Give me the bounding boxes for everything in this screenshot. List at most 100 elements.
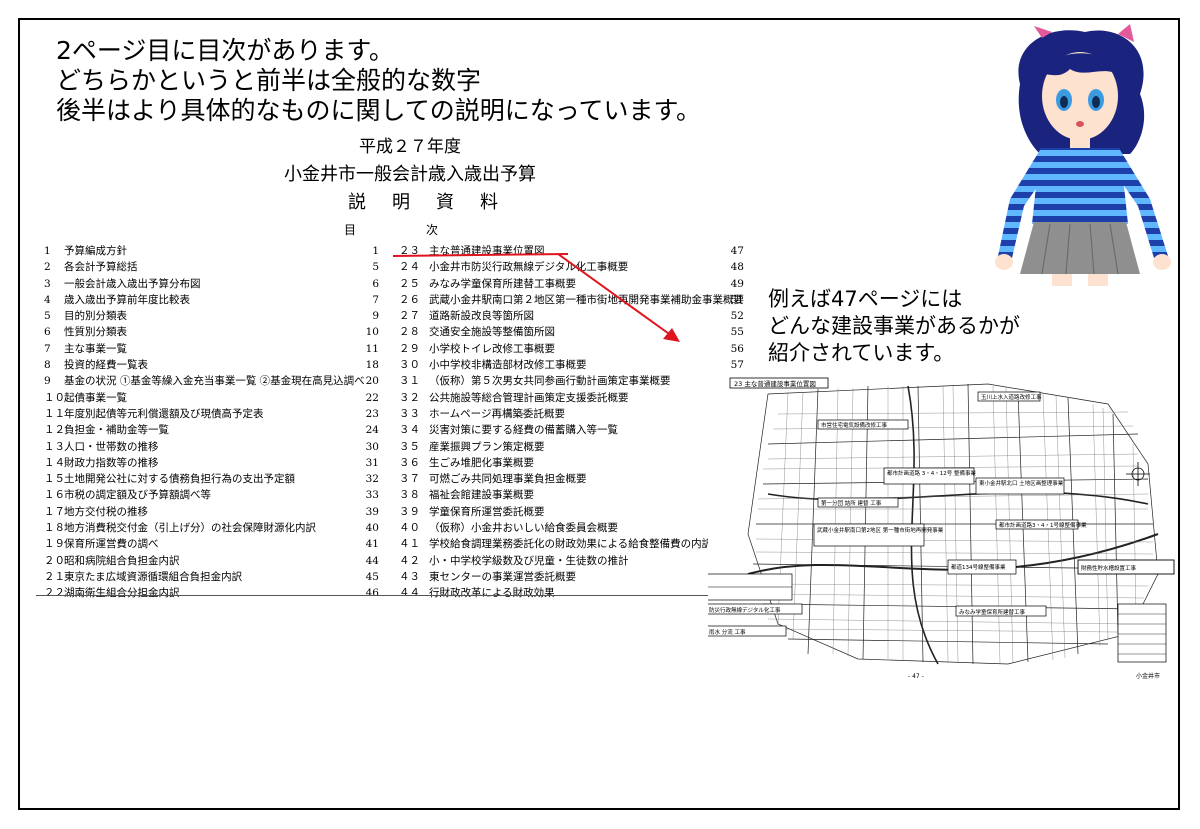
toc-entry-title: 小金井市防災行政無線デジタル化工事概要 [429, 261, 629, 274]
map-label-6: 都市計画道路3・4・1号線整備事業 [999, 521, 1087, 529]
toc-entry-number: ２６ [399, 293, 420, 306]
toc-entry-title: 産業振興プラン策定概要 [429, 440, 545, 453]
toc-entry-number: １７ [44, 505, 65, 518]
doc-subtitle: 説明資料 [348, 192, 524, 213]
toc-entry-title: ホームページ再構築委託概要 [429, 407, 565, 420]
toc-entry-number: ３７ [399, 473, 420, 486]
map-label-10: みなみ学童保育所建替工事 [959, 608, 1026, 616]
toc-entry-number: ２７ [399, 310, 420, 323]
toc-entry-number: 3 [44, 277, 51, 290]
toc-entry-page: 56 [730, 342, 744, 355]
toc-entry: ３７ 可燃ごみ共同処理事業負担金概要 [399, 471, 744, 487]
toc-entry-title: 武蔵小金井駅南口第２地区第一種市街地再開発事業補助金事業概要 [429, 293, 744, 306]
callout-line-2: どんな建設事業があるかが [768, 314, 1020, 338]
toc-entry-title: 地方消費税交付金（引上げ分）の社会保障財源化内訳 [64, 522, 316, 535]
toc-entry-number: ４０ [399, 522, 420, 535]
toc-entry-number: １３ [44, 440, 65, 453]
map-label-9: 財務性貯水槽設置工事 [1081, 564, 1137, 572]
toc-entry-title: 財政力指数等の推移 [64, 456, 159, 469]
intro-line-3: 後半はより具体的なものに関しての説明になっています。 [56, 96, 702, 125]
toc-entry-number: １４ [44, 456, 65, 469]
map-city: 小金井市 [1136, 672, 1160, 680]
toc-entry-page: 20 [365, 375, 379, 388]
toc-entry: ３１（仮称）第５次男女共同参画行動計画策定事業概要 [399, 373, 744, 389]
map-label-8: 都道134号線整備事業 [951, 563, 1006, 571]
toc-entry-number: １１ [44, 407, 65, 420]
hair-ribbon-left-icon [1034, 26, 1052, 38]
toc-entry-number: ２８ [399, 326, 420, 339]
toc-entry-title: （仮称）第５次男女共同参画行動計画策定事業概要 [429, 375, 671, 388]
toc-entry-page: 51 [730, 293, 744, 306]
pleated-skirt [1020, 222, 1140, 274]
toc-label-right: 次 [426, 223, 439, 237]
toc-entry-title: 起債事業一覧 [64, 391, 127, 404]
striped-sweater [1032, 148, 1128, 224]
map-heading: 23 主な普通建設事業位置図 [734, 379, 816, 388]
toc-entry-number: 2 [44, 261, 51, 274]
toc-entry-number: ３５ [399, 440, 420, 453]
toc-entry-number: ４３ [399, 570, 420, 583]
toc-entry-number: 7 [44, 342, 51, 355]
map-label-2: 市営住宅電気設備改修工事 [821, 421, 888, 429]
toc-entry-page: 32 [365, 473, 379, 486]
toc-entry: ４２ 小・中学校学級数及び児童・生徒数の推計 [399, 553, 744, 569]
toc-entry-title: 福祉会館建設事業概要 [429, 489, 534, 502]
doc-year: 平成２７年度 [359, 137, 461, 157]
toc-entry-page: 7 [372, 293, 379, 306]
map-label-12: 雨水 分流 工事 [709, 628, 746, 636]
toc-entry-title: 小学校トイレ改修工事概要 [429, 342, 555, 355]
toc-entry-page: 5 [372, 261, 379, 274]
toc-entry-number: １８ [44, 522, 65, 535]
toc-entry-number: １５ [44, 473, 65, 486]
toc-entry-number: ２１ [44, 570, 65, 583]
toc-entry-page: 40 [365, 522, 379, 535]
hair-ribbon-right-icon [1118, 24, 1134, 42]
toc-entry-title: 小・中学校学級数及び児童・生徒数の推計 [429, 554, 629, 567]
toc-entry-number: ４２ [399, 554, 420, 567]
map-label-4: 東小金井駅北口 土地区画整理事業 [979, 479, 1064, 487]
toc-entry-title: 目的別分類表 [64, 310, 127, 323]
toc-label-left: 目 [344, 223, 357, 237]
toc-entry-page: 52 [730, 310, 744, 323]
character-illustration [995, 24, 1171, 286]
toc-entry-page: 44 [365, 554, 379, 567]
toc-entry-number: １２ [44, 424, 65, 437]
toc-entry-page: 11 [365, 342, 379, 355]
toc-entry-title: 投資的経費一覧表 [64, 359, 148, 372]
toc-entry-title: 可燃ごみ共同処理事業負担金概要 [429, 473, 587, 486]
toc-entry-number: 6 [44, 326, 51, 339]
map-label-7: 武蔵小金井駅南口第2地区 第一種市街地再開発事業 [817, 526, 944, 534]
toc-entry-title: 生ごみ堆肥化事業概要 [429, 456, 534, 469]
toc-entry-title: （仮称）小金井おいしい給食委員会概要 [429, 522, 618, 535]
intro-text: 2ページ目に目次があります。 どちらかというと前半は全般的な数字 後半はより具体… [56, 36, 701, 126]
toc-entry-title: 一般会計歳入歳出予算分布図 [64, 277, 201, 290]
location-map-image: 23 主な普通建設事業位置図 玉川上水入道路改修工事 市営住宅電気設備改修工事 … [708, 374, 1176, 686]
toc-entry-page: 39 [365, 505, 379, 518]
toc-entry-title: 学校給食調理業務委託化の財政効果による給食整備費の内訳 [429, 538, 713, 551]
toc-entry-title: 学童保育所運営委託概要 [429, 505, 545, 518]
toc-entry-page: 55 [730, 326, 744, 339]
